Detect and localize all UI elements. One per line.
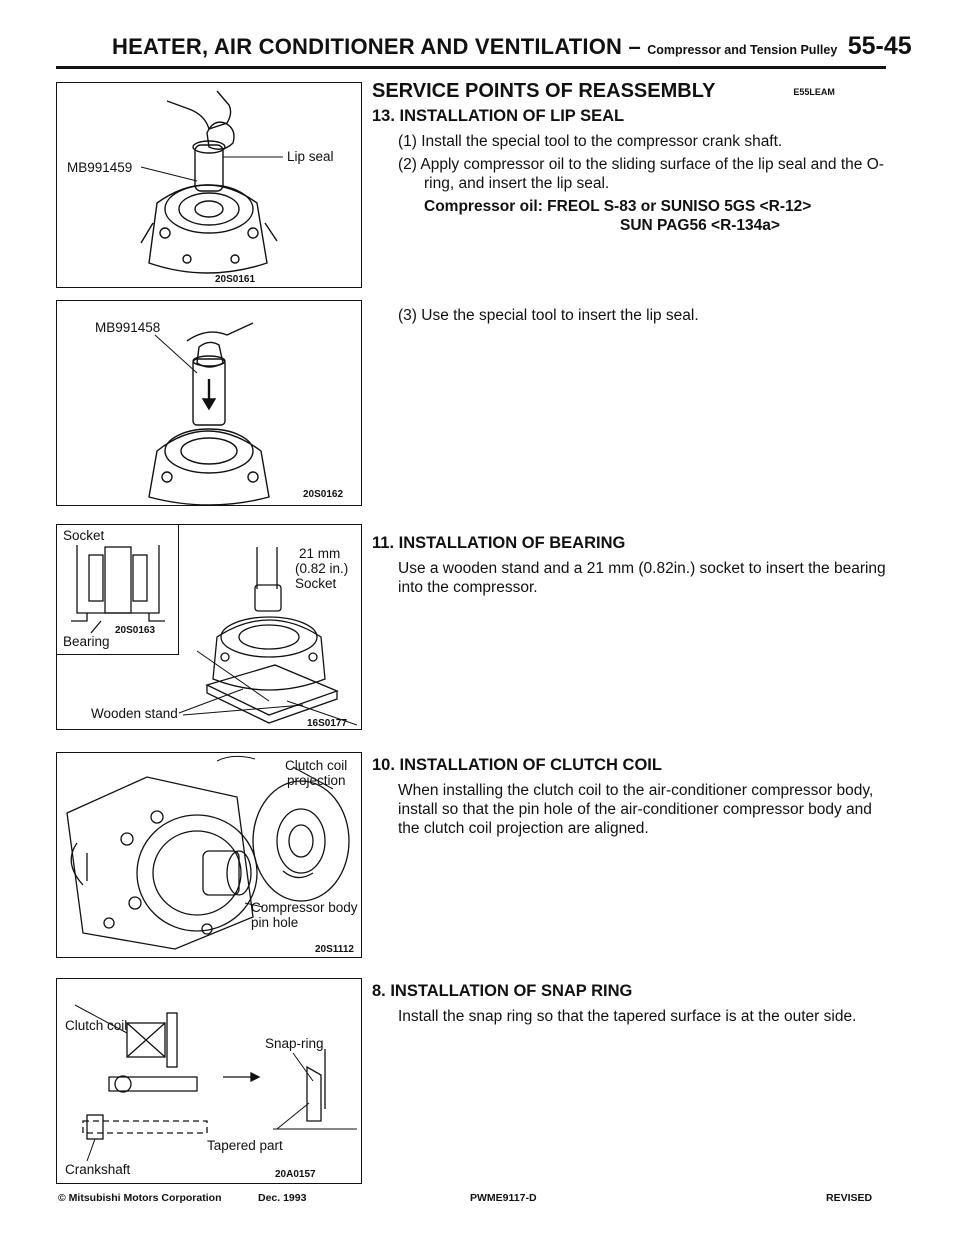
heading-10: 10. INSTALLATION OF CLUTCH COIL [372, 756, 662, 774]
oil-spec-line-1: Compressor oil: FREOL S-83 or SUNISO 5GS… [424, 198, 812, 215]
figure-insert-lip-seal: MB991458 20S0162 [56, 300, 362, 506]
oil-spec-line-2: SUN PAG56 <R-134a> [620, 217, 780, 234]
label-082in: (0.82 in.) [295, 561, 349, 576]
heading-13: 13. INSTALLATION OF LIP SEAL [372, 107, 625, 125]
label-clutch-coil: Clutch coil [285, 758, 348, 773]
page-number: 55-45 [847, 32, 912, 60]
header-rule [56, 66, 886, 69]
header-subtitle: Compressor and Tension Pulley [647, 43, 838, 57]
inset-code: 20S0163 [115, 625, 156, 636]
figure-code: 16S0177 [307, 718, 348, 729]
step-13-3: (3) Use the special tool to insert the l… [398, 307, 699, 324]
label-clutch-coil: Clutch coil [65, 1018, 128, 1033]
label-socket: Socket [295, 576, 337, 591]
inset-detail [57, 525, 179, 655]
label-21mm: 21 mm [299, 546, 341, 561]
label-bearing: Bearing [63, 634, 110, 649]
figure-lip-seal-tool: MB991459 Lip seal 20S0161 [56, 82, 362, 288]
figure-bearing-installation: Socket Bearing 20S0163 21 mm (0.82 in.) … [56, 524, 362, 730]
step-13-2: (2) Apply compressor oil to the sliding … [398, 156, 884, 192]
section-bearing: 11. INSTALLATION OF BEARING Use a wooden… [372, 530, 892, 597]
footer-date: Dec. 1993 [258, 1192, 307, 1204]
label-pin-hole: pin hole [251, 915, 299, 930]
label-socket-inset: Socket [63, 528, 105, 543]
text-10: When installing the clutch coil to the a… [398, 782, 874, 837]
label-lip-seal: Lip seal [287, 149, 334, 164]
footer-copyright: © Mitsubishi Motors Corporation [58, 1192, 222, 1204]
heading-8: 8. INSTALLATION OF SNAP RING [372, 982, 633, 1000]
footer-status: REVISED [826, 1192, 873, 1204]
page-header: HEATER, AIR CONDITIONER AND VENTILATION … [112, 32, 912, 66]
label-tapered-part: Tapered part [207, 1138, 283, 1153]
section-clutch-coil: 10. INSTALLATION OF CLUTCH COIL When ins… [372, 752, 892, 838]
label-tool-mb991459: MB991459 [67, 160, 133, 175]
label-tool-mb991458: MB991458 [95, 320, 161, 335]
figure-code: 20S0162 [303, 489, 344, 500]
label-snap-ring: Snap-ring [265, 1036, 324, 1051]
figure-code: 20S0161 [215, 274, 256, 285]
snap-ring-illustration [74, 1004, 357, 1162]
figure-clutch-coil: Clutch coil projection Compressor body p… [56, 752, 362, 958]
header-title: HEATER, AIR CONDITIONER AND VENTILATION [112, 34, 623, 59]
clutch-coil-illustration [66, 755, 350, 950]
text-11: Use a wooden stand and a 21 mm (0.82in.)… [398, 560, 886, 596]
figure-code: 20S1112 [315, 944, 354, 955]
label-wooden-stand: Wooden stand [91, 706, 178, 721]
lip-seal-illustration [140, 90, 283, 274]
header-dash: – [622, 34, 648, 59]
bearing-illustration [71, 545, 358, 726]
label-compressor-body: Compressor body [251, 900, 358, 915]
footer-doc-number: PWME9117-D [470, 1192, 537, 1204]
label-projection: projection [287, 773, 346, 788]
figure-code: 20A0157 [275, 1169, 316, 1180]
figure-snap-ring: Clutch coil Snap-ring Tapered part Crank… [56, 978, 362, 1184]
step-13-1: (1) Install the special tool to the comp… [398, 133, 783, 150]
step-13-3-block: (3) Use the special tool to insert the l… [372, 306, 892, 325]
section-ref-code: E55LEAM [793, 86, 835, 97]
text-8: Install the snap ring so that the tapere… [398, 1008, 857, 1025]
insert-tool-illustration [148, 322, 270, 506]
section-snap-ring: 8. INSTALLATION OF SNAP RING Install the… [372, 978, 892, 1026]
label-crankshaft: Crankshaft [65, 1162, 131, 1177]
heading-11: 11. INSTALLATION OF BEARING [372, 534, 626, 552]
